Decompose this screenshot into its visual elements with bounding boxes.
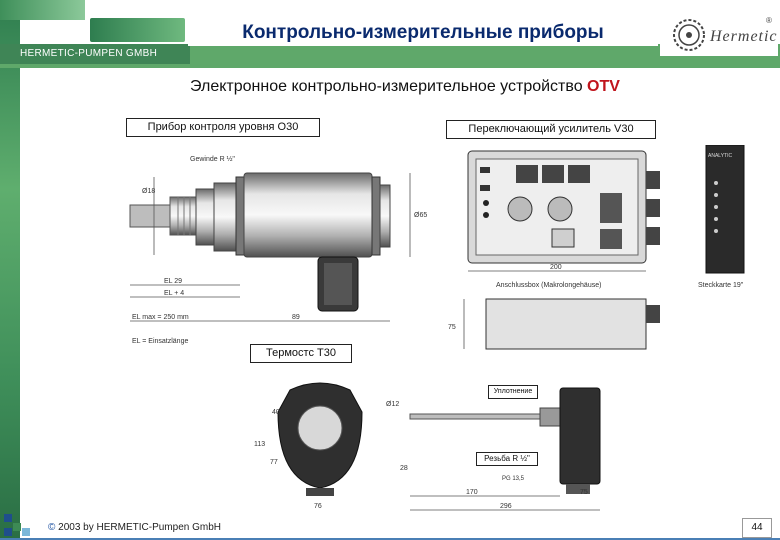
annotation-d65: Ø65 xyxy=(414,212,427,219)
footer-line xyxy=(0,538,780,540)
corner-squares-decoration xyxy=(4,514,30,536)
annotation-elmax: EL max = 250 mm xyxy=(132,314,189,321)
label-seal: Уплотнение xyxy=(488,385,538,399)
logo-wordmark: Hermetic xyxy=(710,28,778,45)
page-number: 44 xyxy=(742,518,772,538)
registered-mark: ® xyxy=(766,16,772,25)
annotation-gewinde: Gewinde R ½" xyxy=(190,155,235,163)
annotation-d28: 28 xyxy=(400,465,408,472)
annotation-d12: Ø12 xyxy=(386,401,399,408)
annotation-89: 89 xyxy=(292,314,300,321)
annotation-el29: EL 29 xyxy=(164,278,182,285)
leaf-decoration-top xyxy=(0,0,85,20)
annotation-d170: 170 xyxy=(466,489,478,496)
annotation-h75: 75 xyxy=(448,324,456,331)
annotation-d296: 296 xyxy=(500,503,512,510)
thermostat-drawing: 40 113 77 76 Ø12 28 PG 13,5 170 75 296 xyxy=(254,382,601,511)
copyright-text: 2003 by HERMETIC-Pumpen GmbH xyxy=(55,522,221,533)
annotation-d40: 40 xyxy=(272,409,280,416)
amplifier-drawing: 120 200 Anschlussbox (Makrolongehäuse) A… xyxy=(448,145,745,350)
title-box: Контрольно-измерительные приборы xyxy=(188,20,658,46)
copyright: © 2003 by HERMETIC-Pumpen GmbH xyxy=(48,522,221,533)
annotation-w200: 200 xyxy=(550,264,562,271)
company-name: HERMETIC-PUMPEN GMBH xyxy=(0,44,190,64)
annotation-steckkarte: Steckkarte 19" xyxy=(698,282,744,289)
heading-suffix: OTV xyxy=(587,78,620,95)
label-thread: Резьба R ½" xyxy=(476,452,538,466)
section-heading: Электронное контрольно-измерительное уст… xyxy=(140,78,670,96)
logo: Hermetic ® xyxy=(660,14,778,56)
annotation-d76: 76 xyxy=(314,503,322,510)
leaf-decoration-left xyxy=(0,0,20,540)
annotation-d18: Ø18 xyxy=(142,188,155,195)
label-amplifier: Переключающий усилитель V30 xyxy=(446,120,656,139)
page-title: Контрольно-измерительные приборы xyxy=(242,22,604,43)
annotation-anschluss: Anschlussbox (Makrolongehäuse) xyxy=(496,282,601,289)
leaf-decoration-top-2 xyxy=(90,18,185,42)
annotation-analytic: ANALYTIC xyxy=(708,153,732,159)
annotation-pg: PG 13,5 xyxy=(502,476,525,482)
label-thermostat: Термостс T30 xyxy=(250,344,352,363)
annotation-el44: EL + 4 xyxy=(164,290,184,297)
gear-logo-icon xyxy=(673,19,705,51)
annotation-d75b: 75 xyxy=(580,489,588,496)
copyright-symbol: © xyxy=(48,522,56,533)
annotation-el-note: EL = Einsatzlänge xyxy=(132,338,188,345)
label-level-device: Прибор контроля уровня O30 xyxy=(126,118,320,137)
heading-main: Электронное контрольно-измерительное уст… xyxy=(190,78,583,95)
level-device-drawing: Gewinde R ½" Ø18 Ø65 EL 29 EL + 4 EL max… xyxy=(129,155,427,345)
annotation-d113: 113 xyxy=(254,441,265,448)
annotation-d77: 77 xyxy=(270,459,278,466)
